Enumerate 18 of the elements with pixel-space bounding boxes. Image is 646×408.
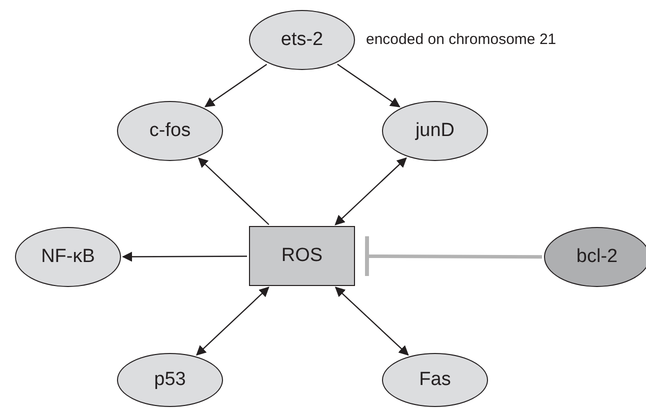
node-label: p53 — [154, 369, 186, 391]
node-note: encoded on chromosome 21 — [366, 31, 556, 48]
arrow — [196, 286, 270, 356]
node-label: Fas — [419, 369, 451, 391]
arrow — [334, 157, 407, 226]
arrow — [337, 64, 400, 108]
arrow — [334, 286, 409, 356]
arrow — [122, 252, 247, 262]
node-label: NF-κB — [41, 246, 95, 268]
molecule-box — [249, 226, 355, 286]
node-label: bcl-2 — [576, 246, 618, 268]
node-label: ets-2 — [280, 29, 324, 51]
arrow — [204, 64, 268, 108]
node-label: c-fos — [149, 120, 191, 142]
inhibition-line — [364, 236, 542, 276]
node-label: ROS — [281, 245, 323, 267]
node-label: junD — [415, 120, 455, 142]
arrow — [198, 157, 270, 226]
